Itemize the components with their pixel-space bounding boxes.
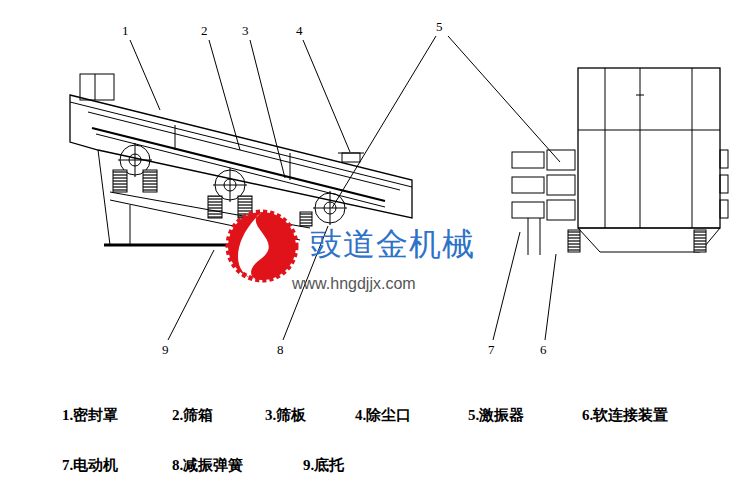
callout-number: 2 <box>201 24 208 38</box>
part-name: 2.筛箱 <box>172 407 213 424</box>
watermark-url: www.hngdjjx.com <box>292 275 416 293</box>
callout-number: 1 <box>122 24 129 38</box>
part-name: 3.筛板 <box>265 407 306 424</box>
part-name: 4.除尘口 <box>355 407 411 424</box>
part-name: 6.软连接装置 <box>582 407 668 424</box>
callout-number: 5 <box>436 20 443 34</box>
callout-number: 9 <box>162 343 169 357</box>
callout-number: 3 <box>242 24 249 38</box>
watermark: 豉道金机械 <box>310 227 475 262</box>
part-name: 8.减振弹簧 <box>172 457 243 474</box>
part-name: 1.密封罩 <box>62 407 118 424</box>
part-name: 7.电动机 <box>62 457 118 474</box>
part-name: 5.激振器 <box>468 407 524 424</box>
logo <box>228 212 296 280</box>
callout-number: 7 <box>488 343 495 357</box>
part-name: 9.底托 <box>303 457 344 474</box>
callout-number: 4 <box>296 24 303 38</box>
callout-number: 8 <box>277 343 284 357</box>
callout-number: 6 <box>540 343 547 357</box>
